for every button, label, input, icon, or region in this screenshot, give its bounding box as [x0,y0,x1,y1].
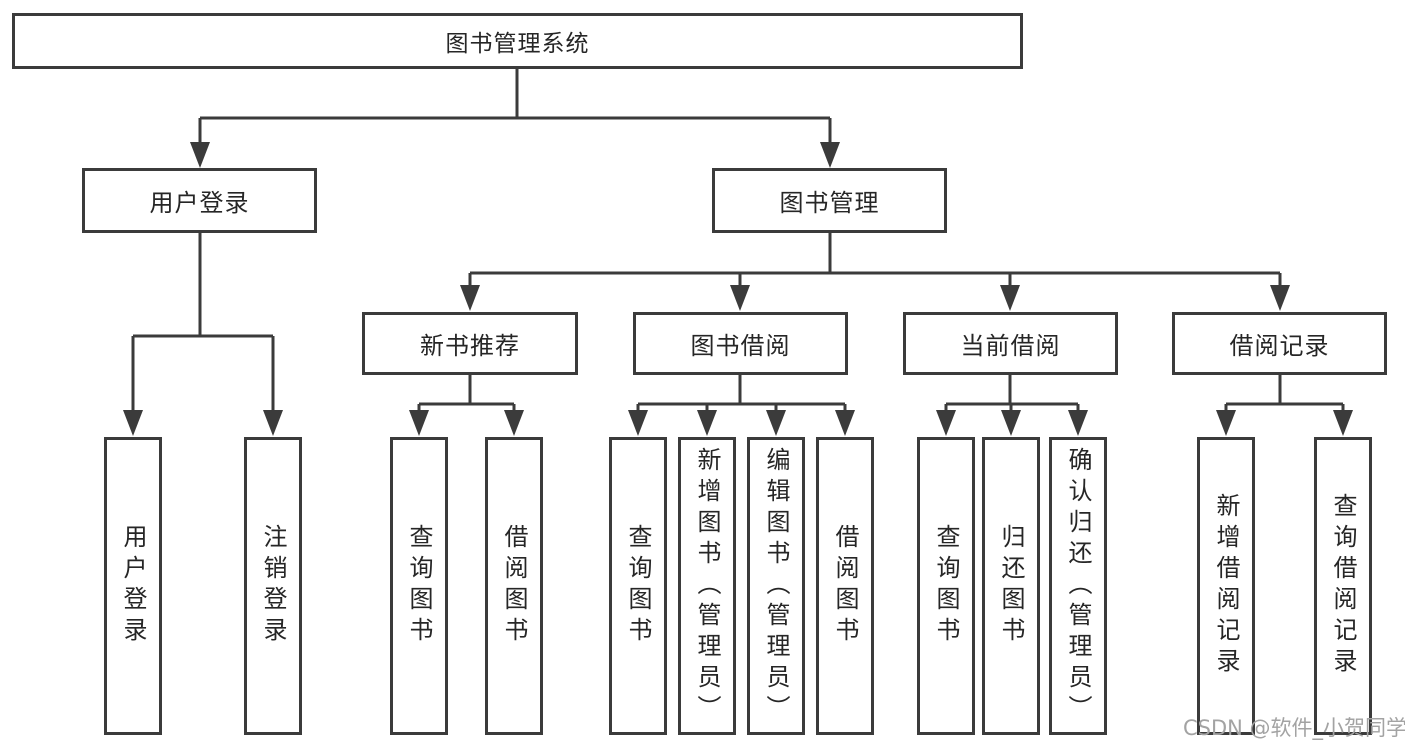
node-book-mgmt: 图书管理 [712,168,947,233]
node-book-borrow-label: 图书借阅 [690,332,791,360]
leaf-query-books-b: 查询图书 [609,437,667,735]
leaf-query-borrow-record: 查询借阅记录 [1314,437,1372,735]
leaf-borrow-books-b-label: 借阅图书 [831,524,859,648]
node-book-borrow: 图书借阅 [633,312,848,375]
node-new-book-rec-label: 新书推荐 [420,332,520,360]
node-root: 图书管理系统 [12,13,1023,69]
node-user-login: 用户登录 [82,168,317,233]
leaf-add-borrow-record: 新增借阅记录 [1197,437,1255,735]
leaf-user-login: 用户登录 [104,437,162,735]
leaf-query-books-a-label: 查询图书 [405,524,433,648]
watermark: CSDN @软件_小贺同学 [1183,716,1405,740]
node-borrow-records-label: 借阅记录 [1229,332,1330,360]
leaf-edit-book-admin: 编辑图书（管理员） [747,437,805,735]
leaf-add-borrow-record-label: 新增借阅记录 [1212,493,1240,679]
leaf-query-books-c: 查询图书 [917,437,975,735]
leaf-borrow-books-b: 借阅图书 [816,437,874,735]
leaf-confirm-return-admin-label: 确认归还（管理员） [1064,446,1092,726]
leaf-query-borrow-record-label: 查询借阅记录 [1329,493,1357,679]
leaf-user-login-label: 用户登录 [119,524,147,648]
node-current-borrow: 当前借阅 [903,312,1118,375]
leaf-borrow-books-a-label: 借阅图书 [500,524,528,648]
node-borrow-records: 借阅记录 [1172,312,1387,375]
leaf-query-books-a: 查询图书 [390,437,448,735]
leaf-query-books-c-label: 查询图书 [932,524,960,648]
node-root-label: 图书管理系统 [445,31,590,57]
node-new-book-rec: 新书推荐 [362,312,578,375]
leaf-logout: 注销登录 [244,437,302,735]
leaf-return-book: 归还图书 [982,437,1040,735]
node-book-mgmt-label: 图书管理 [779,189,880,217]
leaf-add-book-admin: 新增图书（管理员） [678,437,736,735]
leaf-confirm-return-admin: 确认归还（管理员） [1049,437,1107,735]
node-current-borrow-label: 当前借阅 [960,332,1061,360]
node-user-login-label: 用户登录 [149,189,250,217]
leaf-query-books-b-label: 查询图书 [624,524,652,648]
leaf-borrow-books-a: 借阅图书 [485,437,543,735]
leaf-return-book-label: 归还图书 [997,524,1025,648]
leaf-logout-label: 注销登录 [259,524,287,648]
leaf-edit-book-admin-label: 编辑图书（管理员） [762,446,790,726]
leaf-add-book-admin-label: 新增图书（管理员） [693,446,721,726]
